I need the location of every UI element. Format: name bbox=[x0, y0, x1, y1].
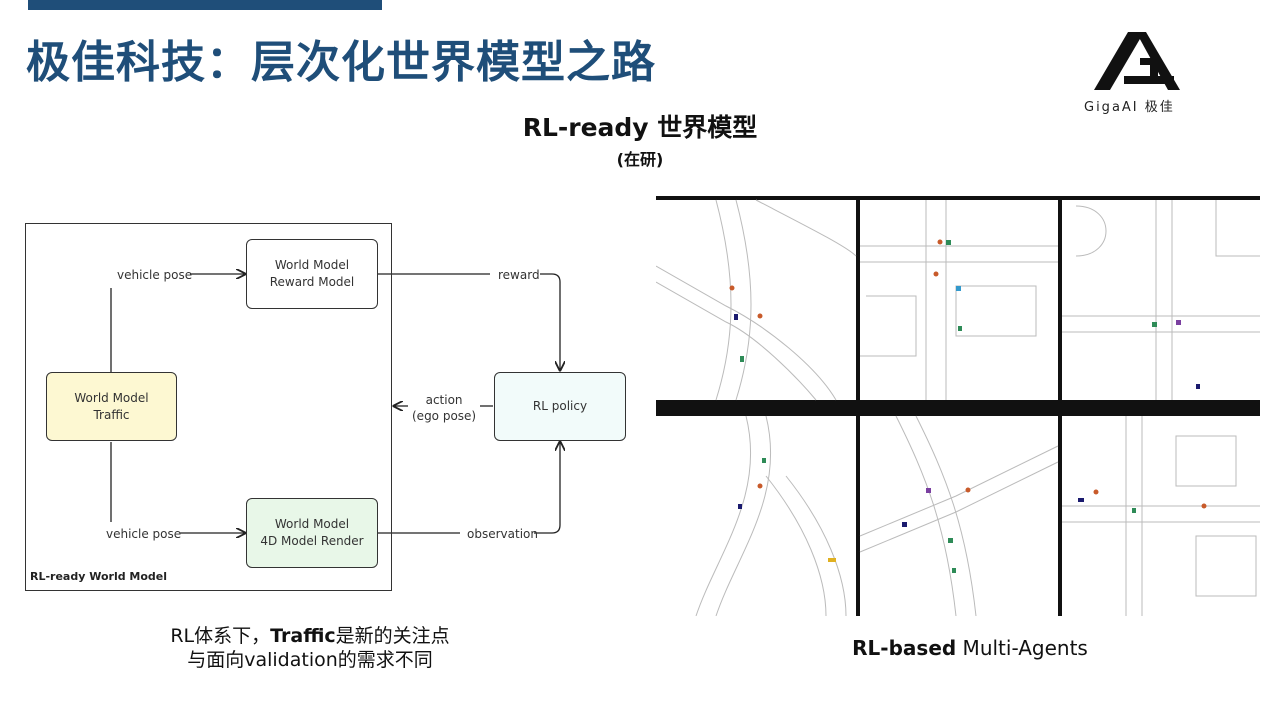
right-caption: RL-based Multi-Agents bbox=[780, 636, 1160, 660]
diagram-connectors bbox=[110, 0, 660, 600]
render-line1: World Model bbox=[274, 517, 350, 531]
reward-line1: World Model bbox=[274, 258, 350, 272]
multi-agent-grid bbox=[656, 196, 1260, 616]
observation-label: observation bbox=[467, 527, 538, 541]
section-title: RL-ready 世界模型 bbox=[522, 113, 758, 142]
gigaai-logo bbox=[1094, 32, 1180, 90]
action-label: action (ego pose) bbox=[412, 392, 476, 424]
right-caption-rest: Multi-Agents bbox=[956, 636, 1088, 660]
reward-line2: Reward Model bbox=[269, 275, 355, 289]
left-caption: RL体系下，Traffic是新的关注点 与面向validation的需求不同 bbox=[120, 624, 500, 672]
left-caption-line2: 与面向validation的需求不同 bbox=[187, 649, 433, 671]
map-grid-svg bbox=[656, 196, 1260, 616]
render-line2: 4D Model Render bbox=[260, 534, 364, 548]
rl-ready-frame bbox=[25, 223, 392, 591]
action-line2: (ego pose) bbox=[412, 409, 477, 423]
top-accent-bar bbox=[28, 0, 382, 10]
traffic-line2: Traffic bbox=[93, 407, 130, 422]
section-subtitle: (在研) bbox=[616, 150, 664, 169]
render-box: World Model 4D Model Render bbox=[246, 498, 378, 568]
left-caption-suffix: 是新的关注点 bbox=[335, 625, 450, 647]
vehicle-pose-bottom-label: vehicle pose bbox=[106, 527, 182, 541]
action-line1: action bbox=[425, 393, 463, 407]
reward-model-box: World Model Reward Model bbox=[246, 239, 378, 309]
traffic-box: World Model Traffic bbox=[46, 372, 177, 441]
logo-text: GigaAI 极佳 bbox=[1084, 100, 1175, 115]
world-model-diagram: RL-ready World Model World Model Traffic… bbox=[0, 0, 660, 600]
traffic-line1: World Model bbox=[74, 390, 149, 405]
frame-label: RL-ready World Model bbox=[30, 570, 168, 583]
left-caption-bold: Traffic bbox=[270, 625, 336, 647]
right-caption-bold: RL-based bbox=[852, 636, 957, 660]
vehicle-pose-top-label: vehicle pose bbox=[117, 268, 193, 282]
policy-label: RL policy bbox=[532, 399, 588, 413]
rl-policy-box: RL policy bbox=[494, 372, 626, 441]
slide-title: 极佳科技：层次化世界模型之路 bbox=[26, 37, 656, 88]
reward-label: reward bbox=[498, 268, 540, 282]
left-caption-prefix: RL体系下， bbox=[170, 625, 271, 647]
